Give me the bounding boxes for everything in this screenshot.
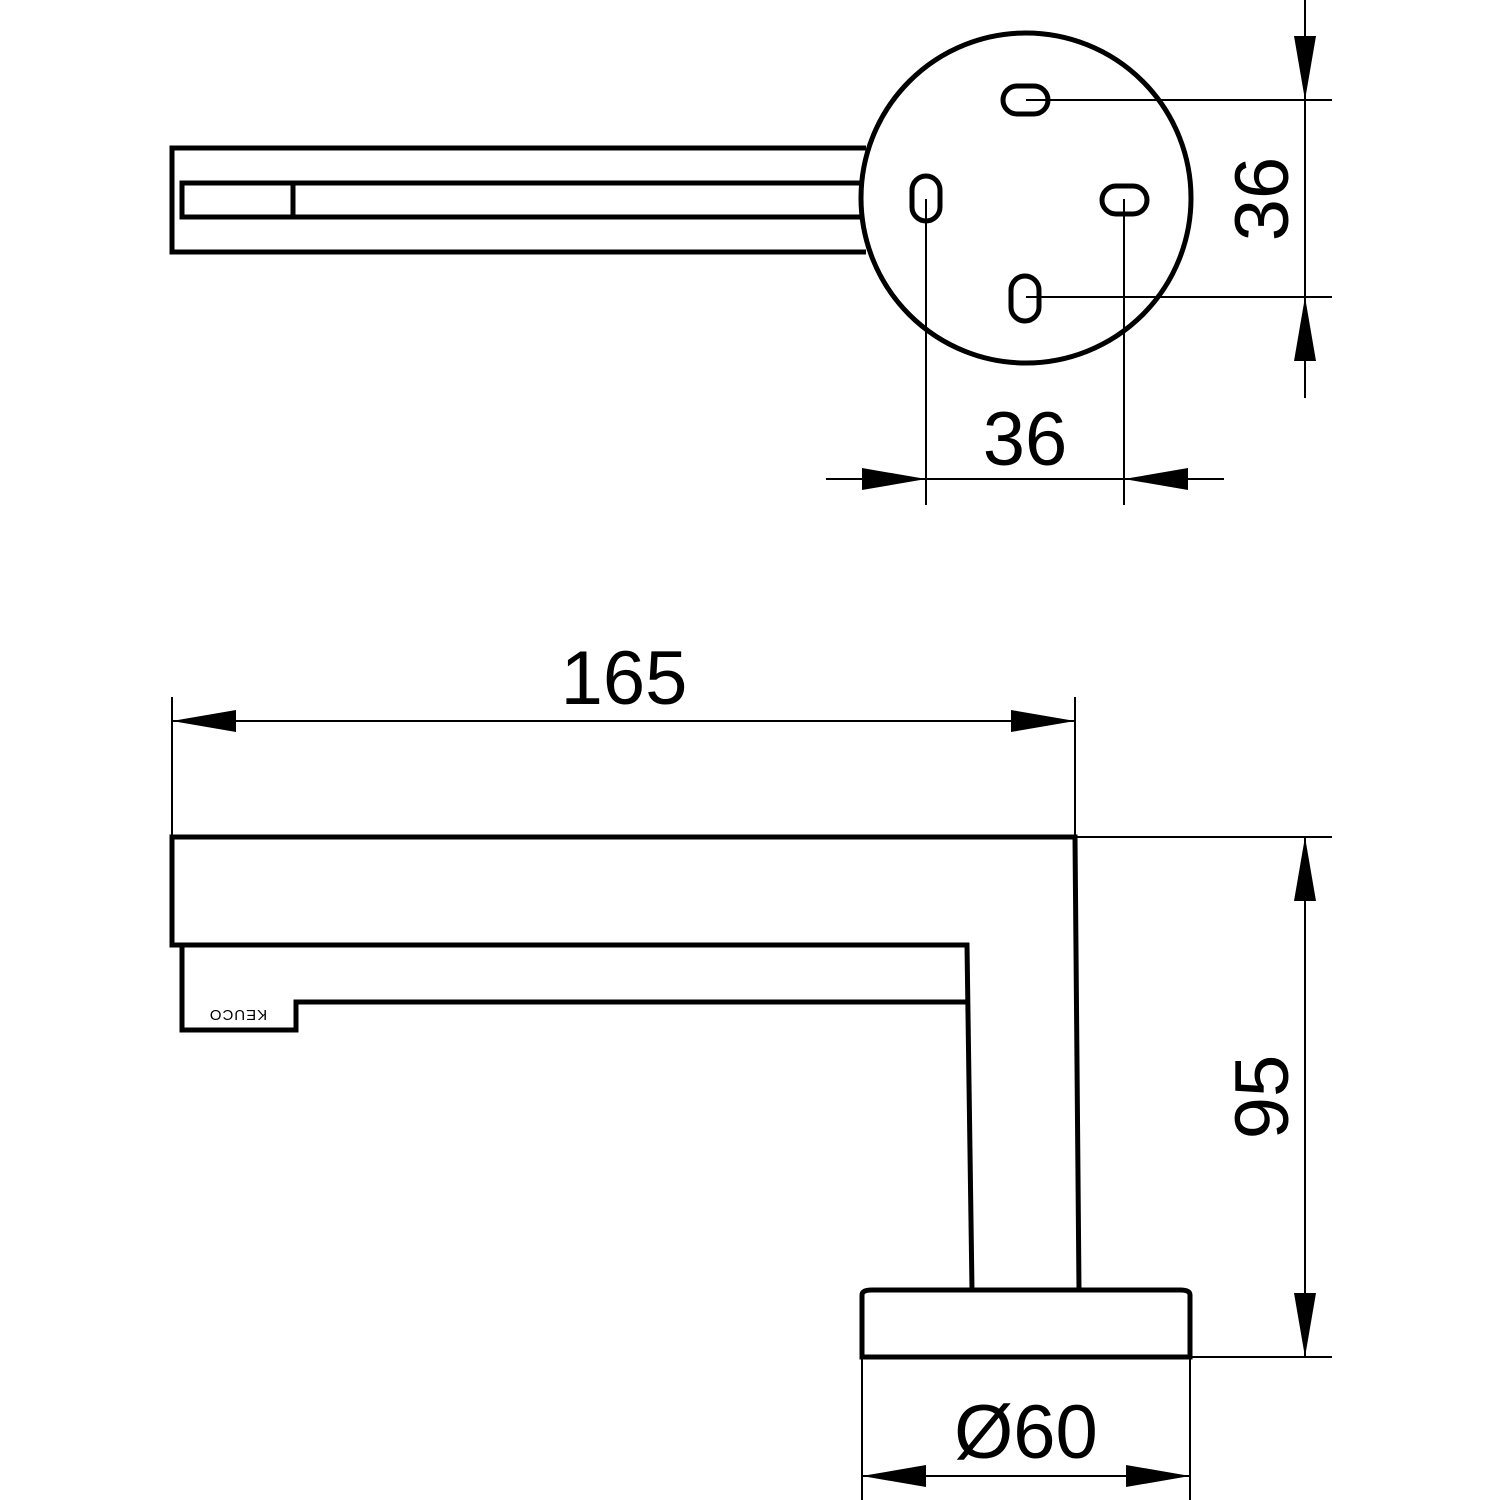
dimension-arrow <box>1124 468 1188 490</box>
top-view-spout-arm <box>169 145 866 255</box>
dimension-vertical-36: 36 <box>1220 0 1316 398</box>
dimension-arrow <box>862 1465 926 1487</box>
dimension-arrow <box>1294 837 1316 901</box>
dimension-label: Ø60 <box>954 1390 1098 1475</box>
dimension-label: 95 <box>1220 1055 1305 1140</box>
top-view-spout-channel <box>179 180 860 220</box>
dimension-overall-length: 165 <box>172 636 1075 732</box>
side-view-outlet-lip <box>179 945 967 1033</box>
side-view-base-plate <box>859 1287 1193 1360</box>
dimension-label: 36 <box>1220 157 1305 242</box>
side-view-spout-body <box>169 834 1082 1291</box>
dimension-arrow <box>1126 1465 1190 1487</box>
dimension-arrow <box>1294 297 1316 361</box>
dimension-label: 165 <box>561 636 688 721</box>
dimension-arrow <box>1011 710 1075 732</box>
mounting-slot-bottom <box>1008 273 1042 324</box>
dimension-overall-height: 95 <box>1220 837 1316 1357</box>
top-view-base-plate <box>858 30 1194 366</box>
dimension-label: 36 <box>983 397 1068 482</box>
dimension-horizontal-36: 36 <box>826 397 1224 490</box>
dimension-arrow <box>1294 1293 1316 1357</box>
side-view: KEUCO 165 95 Ø60 <box>169 636 1332 1500</box>
dimension-arrow <box>1294 36 1316 100</box>
dimension-arrow <box>862 468 926 490</box>
dimension-arrow <box>172 710 236 732</box>
brand-mark: KEUCO <box>209 1006 267 1023</box>
top-view: 36 36 <box>169 0 1332 505</box>
dimension-base-diameter: Ø60 <box>862 1390 1190 1487</box>
